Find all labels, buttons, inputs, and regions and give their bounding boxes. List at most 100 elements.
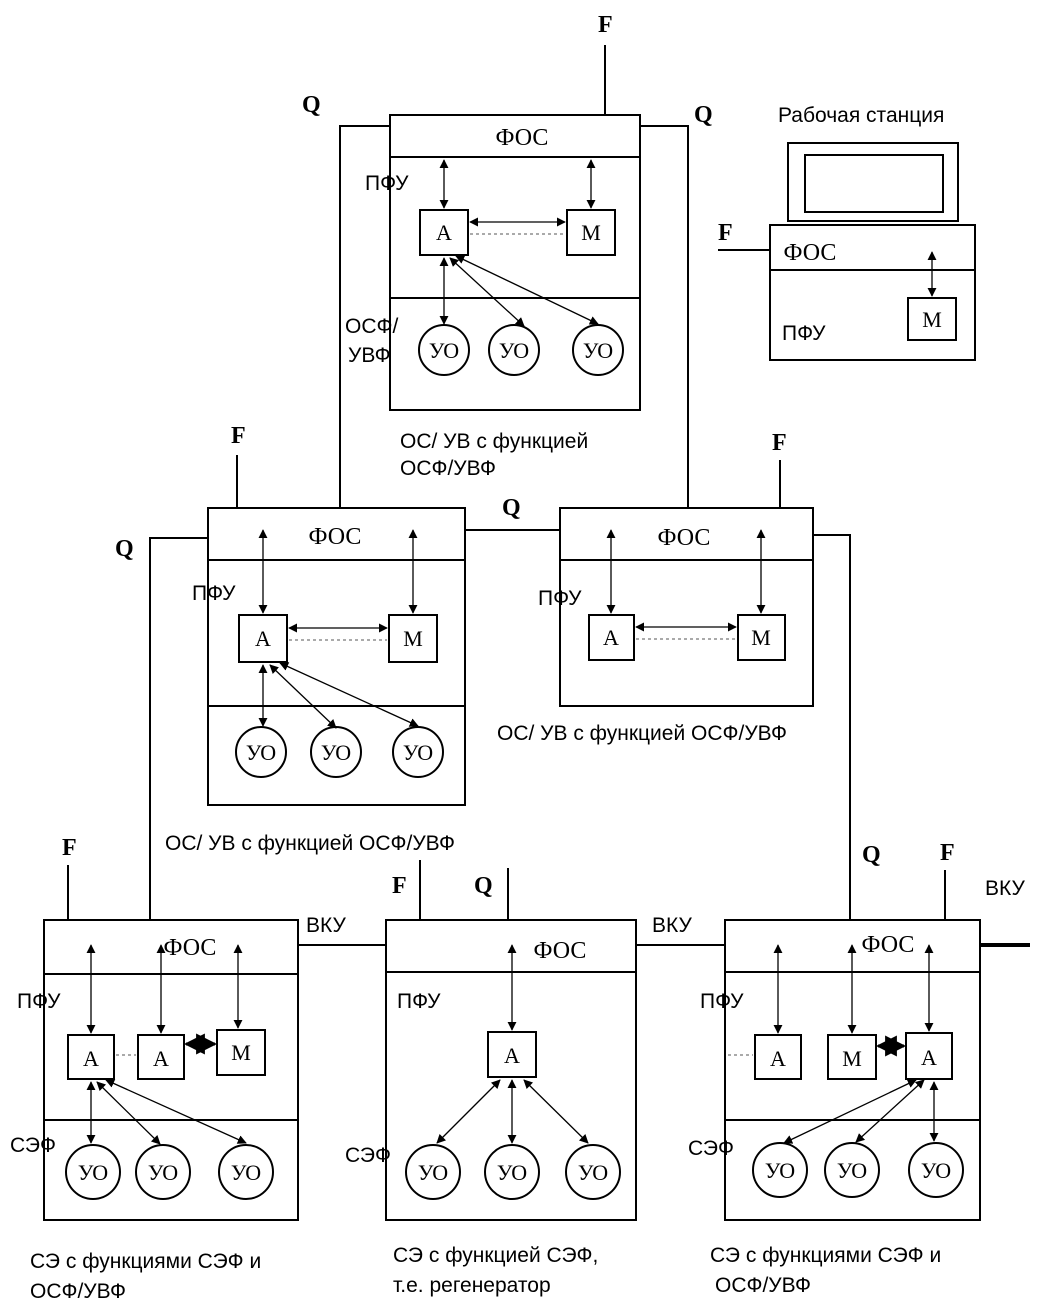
bottom-right-q-label: Q xyxy=(862,842,881,868)
top-caption-line2: ОСФ/УВФ xyxy=(400,457,496,480)
workstation-pfu-label: ПФУ xyxy=(782,322,826,345)
fos-label: ФОС xyxy=(658,525,711,551)
managed-object-3 xyxy=(218,1144,274,1200)
workstation-fos-label: ФОС xyxy=(784,240,837,266)
bottom-left-caption-line2: ОСФ/УВФ xyxy=(30,1280,126,1303)
mid-left-pfu-label: ПФУ xyxy=(192,582,236,605)
fos-label: ФОС xyxy=(309,524,362,550)
bottom-middle-q-label: Q xyxy=(474,873,493,899)
uo-label: УО xyxy=(321,740,351,765)
mid-right-os-box: ФОС А М xyxy=(559,507,814,707)
vku-label-left: ВКУ xyxy=(306,914,346,937)
uo-label: УО xyxy=(231,1160,261,1185)
top-osf-label: ОСФ/ xyxy=(345,315,398,338)
mid-left-caption: ОС/ УВ с функцией ОСФ/УВФ xyxy=(165,832,455,855)
manager-label: М xyxy=(403,626,423,651)
bottom-right-pfu-label: ПФУ xyxy=(700,990,744,1013)
uo-label: УО xyxy=(429,338,459,363)
workstation-title: Рабочая станция xyxy=(778,104,944,127)
agent-label: А xyxy=(436,220,452,245)
manager-label: М xyxy=(922,307,942,332)
managed-object-3 xyxy=(392,726,444,778)
managed-object-2 xyxy=(135,1144,191,1200)
bottom-left-f-label: F xyxy=(62,835,77,861)
bottom-left-pfu-label: ПФУ xyxy=(17,990,61,1013)
vku-label-middle: ВКУ xyxy=(652,914,692,937)
managed-object-1 xyxy=(235,726,287,778)
agent-label: А xyxy=(770,1046,786,1071)
mid-right-f-label: F xyxy=(772,430,787,456)
manager-label: М xyxy=(842,1046,862,1071)
managed-object-3 xyxy=(908,1142,964,1198)
top-os-box: ФОС А М УО УО УО xyxy=(389,114,641,411)
top-caption-line1: ОС/ УВ с функцией xyxy=(400,430,588,453)
mid-left-q-label: Q xyxy=(115,536,134,562)
vku-label-right: ВКУ xyxy=(985,877,1025,900)
managed-object-3 xyxy=(572,324,624,376)
managed-object-1 xyxy=(65,1144,121,1200)
uo-label: УО xyxy=(765,1158,795,1183)
mid-right-caption: ОС/ УВ с функцией ОСФ/УВФ xyxy=(497,722,787,745)
bottom-middle-caption-line2: т.е. регенератор xyxy=(393,1274,551,1297)
uo-label: УО xyxy=(583,338,613,363)
q-interface-lines xyxy=(67,45,1030,947)
agent-node xyxy=(67,1034,115,1080)
managed-object-3 xyxy=(565,1144,621,1200)
monitor-icon xyxy=(787,142,959,222)
agent-node xyxy=(238,614,288,663)
top-q-right-label: Q xyxy=(694,102,713,128)
bottom-middle-ne-box: ФОС А УО УО УО xyxy=(385,919,637,1221)
agent-label: А xyxy=(504,1043,520,1068)
agent-node xyxy=(419,209,469,256)
workstation-manager-node xyxy=(907,297,957,341)
manager-label: М xyxy=(581,220,601,245)
uo-label: УО xyxy=(497,1160,527,1185)
top-uvf-label: УВФ xyxy=(348,344,391,367)
manager-node xyxy=(827,1034,877,1080)
bottom-right-f-label: F xyxy=(940,840,955,866)
agent-label: А xyxy=(603,625,619,650)
fos-label: ФОС xyxy=(862,932,915,958)
uo-label: УО xyxy=(246,740,276,765)
managed-object-1 xyxy=(752,1142,808,1198)
mid-left-os-box: ФОС А М УО УО УО xyxy=(207,507,466,806)
bottom-left-ne-box: ФОС А А М УО УО УО xyxy=(43,919,299,1221)
uo-label: УО xyxy=(578,1160,608,1185)
uo-label: УО xyxy=(78,1160,108,1185)
mid-right-q-label: Q xyxy=(502,495,521,521)
workstation-f-label: F xyxy=(718,220,733,246)
bottom-left-caption-line1: СЭ с функциями СЭФ и xyxy=(30,1250,261,1273)
agent-node xyxy=(905,1032,953,1080)
fos-label: ФОС xyxy=(496,125,549,151)
fos-label: ФОС xyxy=(164,935,217,961)
managed-object-2 xyxy=(484,1144,540,1200)
agent-node xyxy=(487,1031,537,1078)
bottom-right-sef-label: СЭФ xyxy=(688,1137,734,1160)
bottom-right-ne-box: ФОС А М А УО УО УО xyxy=(724,919,981,1221)
uo-label: УО xyxy=(837,1158,867,1183)
uo-label: УО xyxy=(499,338,529,363)
managed-object-1 xyxy=(418,324,470,376)
top-f-label: F xyxy=(598,12,613,38)
uo-label: УО xyxy=(148,1160,178,1185)
manager-label: М xyxy=(751,625,771,650)
bottom-left-sef-label: СЭФ xyxy=(10,1134,56,1157)
bottom-middle-pfu-label: ПФУ xyxy=(397,990,441,1013)
manager-node xyxy=(737,614,786,661)
agent-node xyxy=(137,1034,185,1080)
bottom-right-caption-line2: ОСФ/УВФ xyxy=(715,1274,811,1297)
agent-label: А xyxy=(255,626,271,651)
agent-label: А xyxy=(83,1046,99,1071)
mid-left-f-label: F xyxy=(231,423,246,449)
uo-label: УО xyxy=(418,1160,448,1185)
manager-label: М xyxy=(231,1040,251,1065)
bottom-middle-sef-label: СЭФ xyxy=(345,1144,391,1167)
agent-node xyxy=(588,614,635,661)
agent-node xyxy=(754,1034,802,1080)
manager-node xyxy=(566,209,616,256)
bottom-right-caption-line1: СЭ с функциями СЭФ и xyxy=(710,1244,941,1267)
agent-label: А xyxy=(153,1046,169,1071)
agent-label: А xyxy=(921,1045,937,1070)
manager-node xyxy=(388,614,438,663)
